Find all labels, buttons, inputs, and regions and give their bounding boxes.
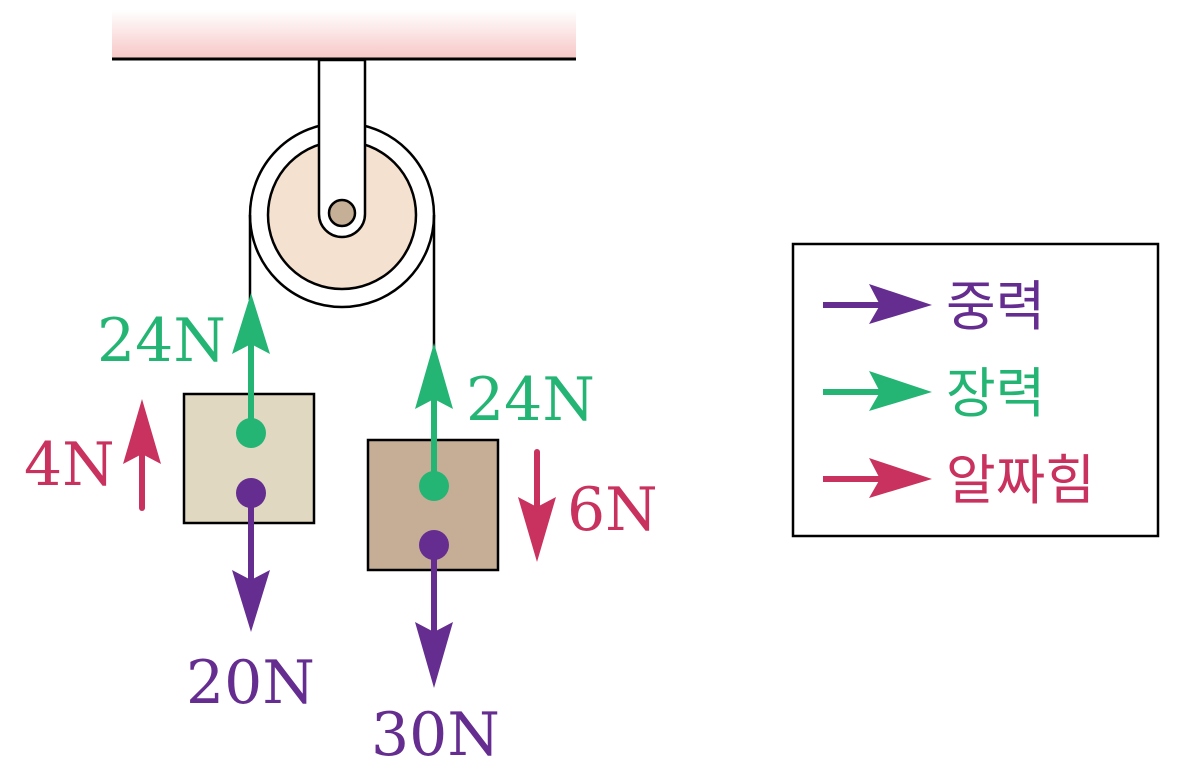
ceiling bbox=[112, 10, 576, 59]
right-net-force-label: 6N bbox=[567, 475, 658, 545]
right-gravity-arrow bbox=[415, 530, 453, 688]
legend-net-force-arrow bbox=[823, 458, 932, 498]
right-tension-label: 24N bbox=[466, 365, 595, 435]
legend: 중력 장력 알짜힘 bbox=[791, 242, 1160, 538]
left-gravity-label: 20N bbox=[186, 648, 315, 718]
left-tension-label: 24N bbox=[97, 306, 226, 376]
right-gravity-label: 30N bbox=[371, 700, 500, 770]
right-net-force-arrow bbox=[518, 449, 556, 562]
pulley-axle bbox=[327, 198, 357, 228]
pulley-bracket bbox=[317, 58, 367, 239]
legend-tension-label: 장력 bbox=[946, 362, 1045, 425]
left-tension-arrow bbox=[232, 293, 270, 448]
legend-gravity-arrow bbox=[823, 284, 932, 324]
legend-gravity-label: 중력 bbox=[946, 275, 1045, 338]
left-net-force-label: 4N bbox=[24, 430, 115, 500]
legend-tension-arrow bbox=[823, 371, 932, 411]
legend-net-force-label: 알짜힘 bbox=[946, 449, 1095, 512]
left-net-force-arrow bbox=[123, 399, 161, 511]
left-gravity-arrow bbox=[232, 478, 270, 632]
right-tension-arrow bbox=[415, 343, 453, 501]
